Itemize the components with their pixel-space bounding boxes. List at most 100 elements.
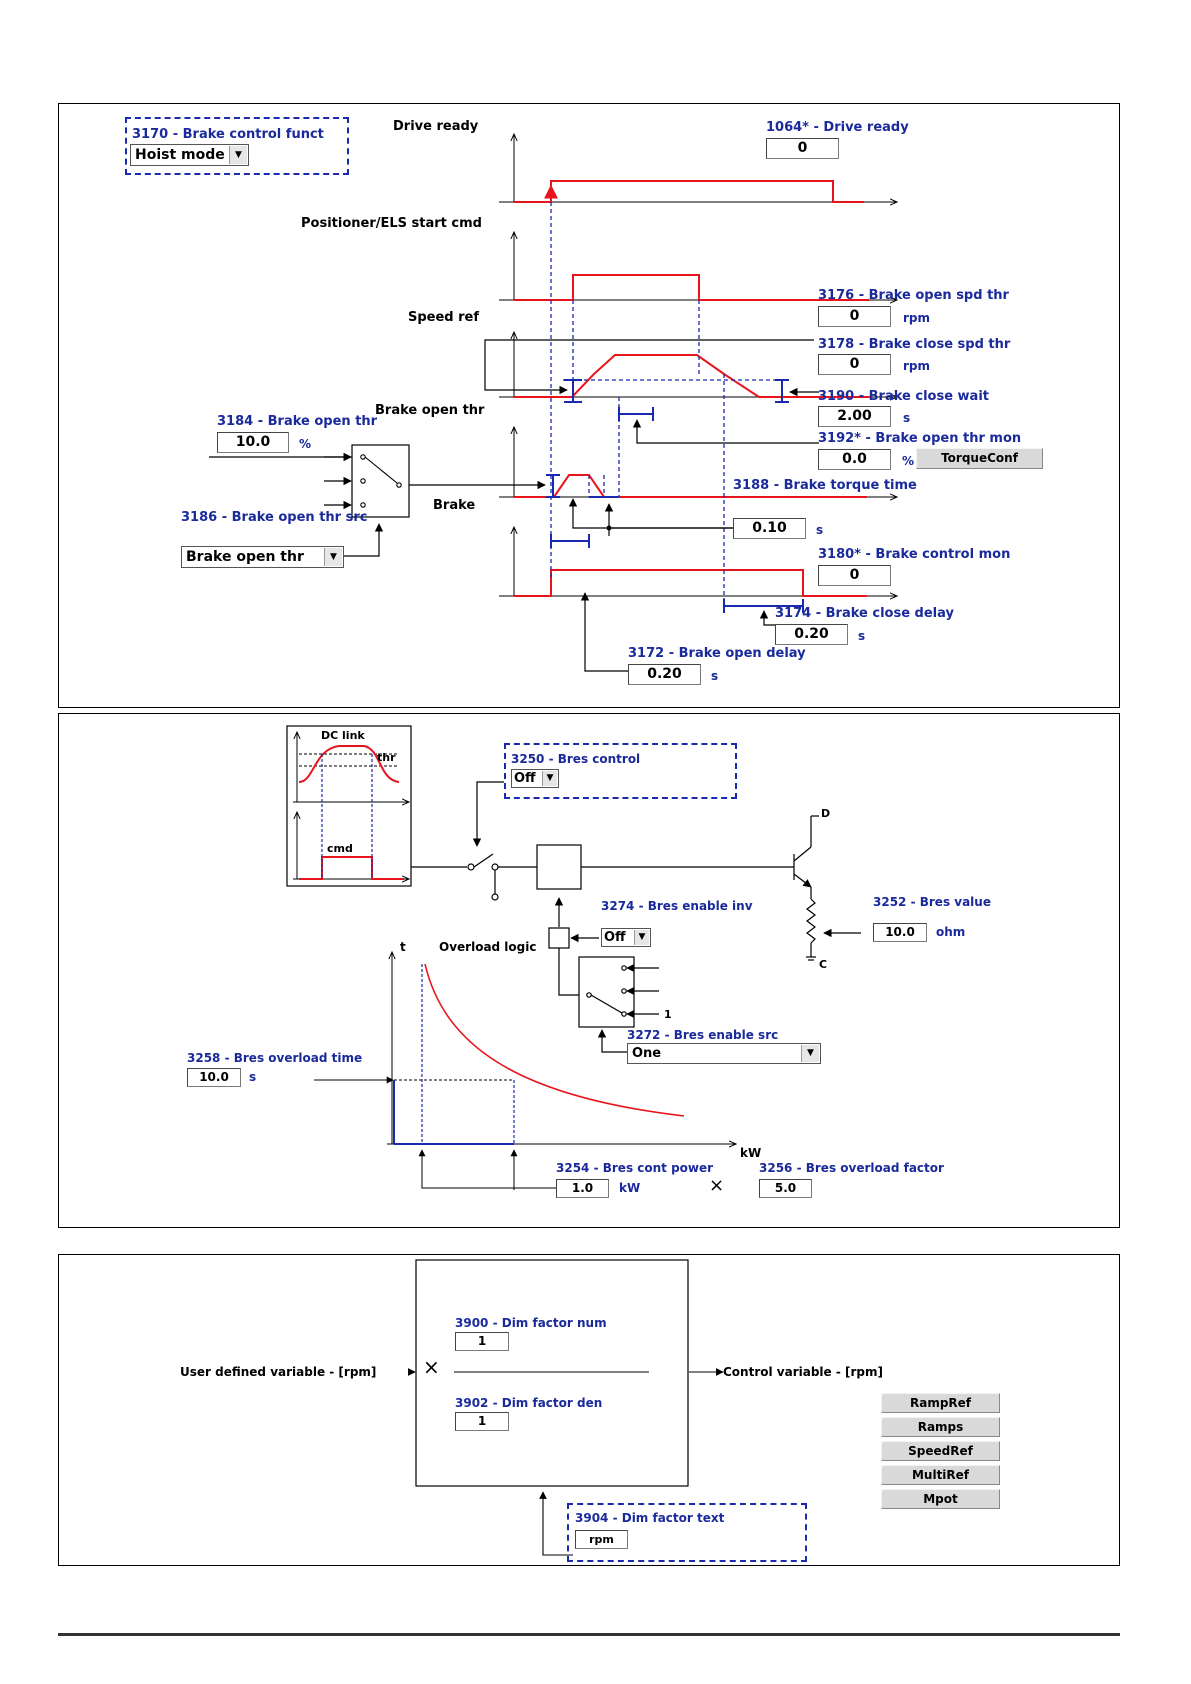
dim-factor-text-group — [567, 1503, 807, 1562]
brake-open-thr-mon-field: 0.0 — [818, 449, 891, 470]
brake-torque-time-label: 3188 - Brake torque time — [733, 478, 917, 493]
bres-enable-inv-select[interactable]: Off ▼ — [601, 928, 651, 947]
brake-close-delay-unit: s — [858, 629, 866, 643]
brake-close-wait-label: 3190 - Brake close wait — [818, 389, 989, 404]
brake-open-spd-thr-unit: rpm — [903, 311, 931, 325]
brake-close-spd-thr-field[interactable]: 0 — [818, 354, 891, 375]
bres-cont-power-field[interactable]: 1.0 — [556, 1179, 609, 1198]
terminal-d-label: D — [821, 807, 831, 820]
bres-overload-factor-label: 3256 - Bres overload factor — [759, 1161, 944, 1175]
brake-close-spd-thr-unit: rpm — [903, 359, 931, 373]
brake-timing-diagram — [209, 104, 1121, 672]
bres-enable-inv-label: 3274 - Bres enable inv — [601, 899, 753, 913]
brake-open-thr-mon-unit: % — [902, 454, 915, 468]
bres-control-select[interactable]: Off ▼ — [511, 769, 559, 788]
speed-ref-button[interactable]: SpeedRef — [881, 1441, 1000, 1461]
chevron-down-icon[interactable]: ▼ — [801, 1045, 819, 1062]
chevron-down-icon[interactable]: ▼ — [542, 771, 557, 786]
drive-ready-mon-label: 1064* - Drive ready — [766, 120, 909, 135]
footer-rule — [58, 1633, 1120, 1636]
axis-drive-ready: Drive ready — [393, 119, 479, 134]
brake-open-thr-unit: % — [299, 437, 312, 451]
switch-input-1-label: 1 — [664, 1008, 672, 1021]
brake-open-spd-thr-label: 3176 - Brake open spd thr — [818, 288, 1009, 303]
brake-close-wait-unit: s — [903, 411, 911, 425]
dim-factor-den-label: 3902 - Dim factor den — [455, 1396, 603, 1410]
user-variable-label: User defined variable - [rpm] — [180, 1365, 377, 1379]
dim-factor-text-field[interactable]: rpm — [575, 1530, 628, 1549]
bres-enable-src-label: 3272 - Bres enable src — [627, 1028, 779, 1042]
bres-overload-factor-field[interactable]: 5.0 — [759, 1179, 812, 1198]
brake-open-thr-src-value: Brake open thr — [186, 549, 304, 565]
brake-torque-time-unit: s — [816, 523, 824, 537]
dimension-factor-panel: User defined variable - [rpm] Control va… — [58, 1254, 1120, 1566]
brake-open-thr-mon-label: 3192* - Brake open thr mon — [818, 431, 1022, 446]
overload-logic-label: Overload logic — [439, 940, 537, 954]
timing-markers — [550, 202, 784, 609]
kw-axis-label: kW — [740, 1146, 762, 1160]
axis-speed-ref: Speed ref — [408, 310, 480, 325]
brake-open-thr-src-select[interactable]: Brake open thr ▼ — [181, 546, 344, 568]
multiply-icon: × — [709, 1175, 725, 1196]
dim-factor-num-label: 3900 - Dim factor num — [455, 1316, 607, 1330]
terminal-c-label: C — [819, 958, 828, 971]
brake-control-mon-label: 3180* - Brake control mon — [818, 547, 1011, 562]
chevron-down-icon[interactable]: ▼ — [634, 930, 649, 945]
dc-link-label: DC link — [321, 729, 365, 742]
brake-open-thr-src-label: 3186 - Brake open thr src — [181, 510, 368, 525]
bres-control-value: Off — [514, 771, 536, 786]
brake-torque-time-field[interactable]: 0.10 — [733, 518, 806, 539]
brake-open-spd-thr-field[interactable]: 0 — [818, 306, 891, 327]
bres-cont-power-label: 3254 - Bres cont power — [556, 1161, 714, 1175]
bres-overload-time-label: 3258 - Bres overload time — [187, 1051, 363, 1065]
brake-open-delay-field[interactable]: 0.20 — [628, 664, 701, 685]
brake-control-funct-value: Hoist mode 2 — [135, 147, 240, 163]
dim-factor-num-field[interactable]: 1 — [455, 1332, 509, 1351]
multiply-icon: × — [423, 1355, 440, 1379]
axis-brake-open-thr: Brake open thr — [375, 403, 485, 418]
brake-close-delay-label: 3174 - Brake close delay — [775, 606, 954, 621]
bres-overload-time-unit: s — [249, 1070, 257, 1084]
axis-brake: Brake — [433, 498, 476, 513]
bres-cont-power-unit: kW — [619, 1181, 641, 1195]
dim-factor-text-label: 3904 - Dim factor text — [575, 1511, 725, 1525]
brake-open-delay-label: 3172 - Brake open delay — [628, 646, 806, 661]
axis-positioner-start: Positioner/ELS start cmd — [301, 216, 482, 231]
dim-factor-diagram — [408, 1259, 724, 1556]
brake-close-spd-thr-label: 3178 - Brake close spd thr — [818, 337, 1011, 352]
braking-resistor-panel: DC link thr cmd 3250 - Bres control Off … — [58, 713, 1120, 1228]
torque-conf-button[interactable]: TorqueConf — [916, 448, 1043, 469]
bres-value-label: 3252 - Bres value — [873, 895, 991, 909]
chevron-down-icon[interactable]: ▼ — [229, 146, 247, 164]
t-axis-label: t — [400, 940, 406, 954]
brake-control-funct-select[interactable]: Hoist mode 2 ▼ — [130, 144, 249, 166]
bres-control-group — [504, 743, 737, 799]
control-variable-label: Control variable - [rpm] — [723, 1365, 883, 1379]
bres-enable-inv-value: Off — [604, 930, 626, 945]
bres-enable-src-select[interactable]: One ▼ — [627, 1043, 821, 1064]
cmd-label: cmd — [327, 842, 353, 855]
bres-value-field[interactable]: 10.0 — [873, 923, 927, 942]
brake-control-funct-label: 3170 - Brake control funct — [132, 127, 324, 142]
brake-close-delay-field[interactable]: 0.20 — [775, 624, 848, 645]
dim-factor-den-field[interactable]: 1 — [455, 1412, 509, 1431]
threshold-label: thr — [377, 751, 396, 764]
drive-ready-mon-field: 0 — [766, 138, 839, 159]
bres-overload-time-field[interactable]: 10.0 — [187, 1068, 241, 1087]
ramp-ref-button[interactable]: RampRef — [881, 1393, 1000, 1413]
brake-close-wait-field[interactable]: 2.00 — [818, 406, 891, 427]
brake-open-delay-unit: s — [711, 669, 719, 683]
mpot-button[interactable]: Mpot — [881, 1489, 1000, 1509]
ramps-button[interactable]: Ramps — [881, 1417, 1000, 1437]
chevron-down-icon[interactable]: ▼ — [324, 548, 342, 566]
brake-open-thr-label: 3184 - Brake open thr — [217, 414, 378, 429]
bres-diagram — [286, 725, 861, 1190]
bres-control-label: 3250 - Bres control — [511, 752, 641, 766]
brake-control-panel: 3170 - Brake control funct Hoist mode 2 … — [58, 103, 1120, 708]
bres-value-unit: ohm — [936, 925, 966, 939]
bres-enable-src-value: One — [632, 1046, 662, 1061]
brake-control-mon-field: 0 — [818, 565, 891, 586]
brake-open-thr-field[interactable]: 10.0 — [217, 432, 289, 453]
multi-ref-button[interactable]: MultiRef — [881, 1465, 1000, 1485]
brake-control-funct-group — [125, 117, 349, 175]
